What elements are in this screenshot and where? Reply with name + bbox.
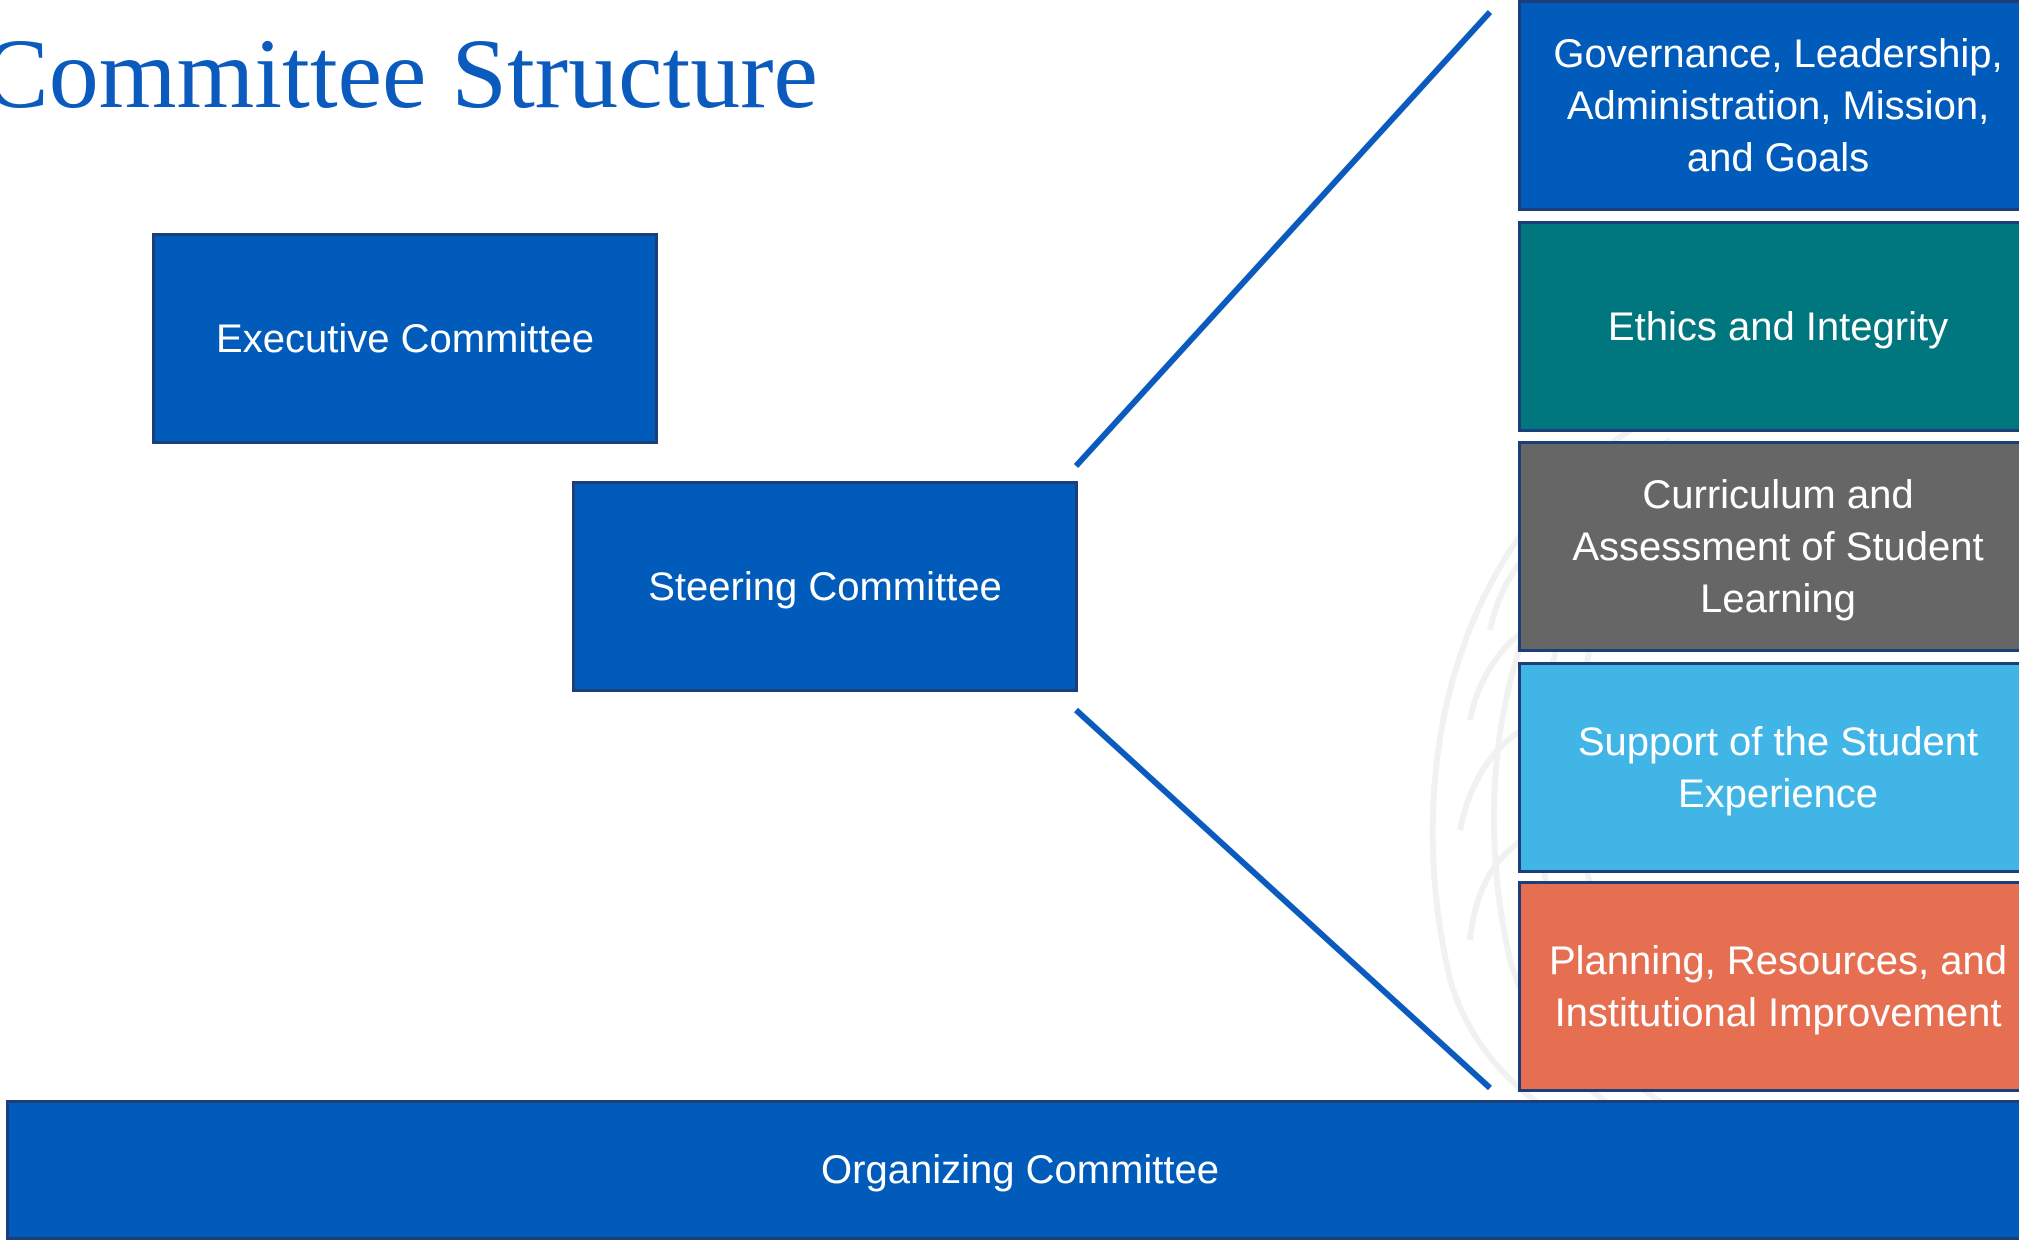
- steering-committee-box: Steering Committee: [572, 481, 1078, 692]
- connector-line-upper: [1073, 9, 1493, 469]
- working-group-curriculum: Curriculum and Assessment of Student Lea…: [1518, 441, 2019, 652]
- steering-committee-label: Steering Committee: [648, 564, 1002, 609]
- working-group-label: Curriculum and Assessment of Student Lea…: [1572, 472, 1984, 621]
- working-group-label: Governance, Leadership, Administration, …: [1553, 31, 2003, 180]
- working-group-label: Planning, Resources, and Institutional I…: [1548, 938, 2008, 1035]
- executive-committee-box: Executive Committee: [152, 233, 658, 444]
- executive-committee-label: Executive Committee: [216, 316, 594, 361]
- working-group-planning: Planning, Resources, and Institutional I…: [1518, 881, 2019, 1092]
- page-title: Committee Structure: [0, 18, 818, 129]
- working-group-ethics: Ethics and Integrity: [1518, 221, 2019, 432]
- organizing-committee-label: Organizing Committee: [821, 1148, 1219, 1192]
- working-group-student-support: Support of the Student Experience: [1518, 662, 2019, 873]
- working-group-governance: Governance, Leadership, Administration, …: [1518, 0, 2019, 211]
- connector-line-lower: [1073, 707, 1493, 1091]
- working-group-label: Support of the Student Experience: [1577, 719, 1979, 816]
- working-group-label: Ethics and Integrity: [1607, 304, 1949, 349]
- organizing-committee-box: Organizing Committee: [6, 1100, 2019, 1240]
